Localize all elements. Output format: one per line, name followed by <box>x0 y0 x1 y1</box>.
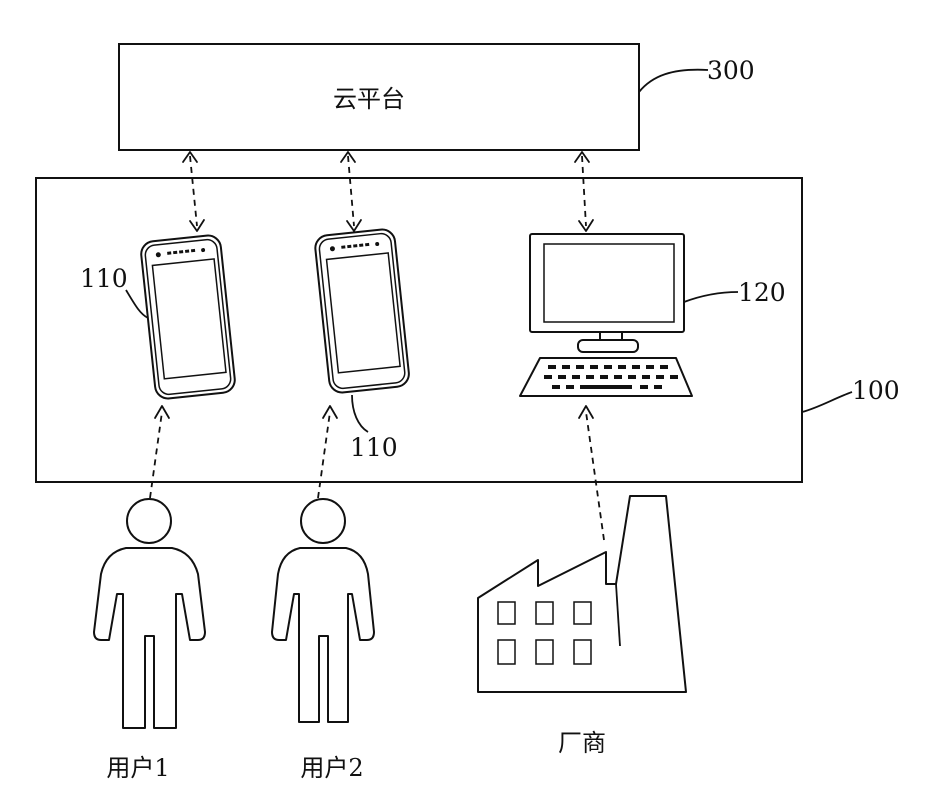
computer-ref: 120 <box>738 278 786 307</box>
factory-window <box>574 602 591 624</box>
cloud-platform-ref: 300 <box>707 56 755 85</box>
cloud-platform: 云平台 300 <box>119 44 755 150</box>
manufacturer-label: 厂商 <box>558 729 606 757</box>
factory-window <box>536 602 553 624</box>
system-ref: 100 <box>852 376 900 405</box>
user1-label: 用户1 <box>106 754 169 782</box>
factory-icon: 厂商 <box>478 496 686 757</box>
user1-figure-icon: 用户1 <box>94 499 205 782</box>
factory-window <box>498 602 515 624</box>
factory-window <box>574 640 591 664</box>
phone-left-ref: 110 <box>80 264 128 293</box>
cloud-platform-label: 云平台 <box>333 85 405 113</box>
system-leader <box>802 392 852 412</box>
factory-window <box>498 640 515 664</box>
cloud-platform-leader <box>639 70 708 92</box>
phone-right-ref: 110 <box>350 433 398 462</box>
user2-figure-icon: 用户2 <box>272 499 374 782</box>
user2-label: 用户2 <box>300 754 363 782</box>
factory-window <box>536 640 553 664</box>
